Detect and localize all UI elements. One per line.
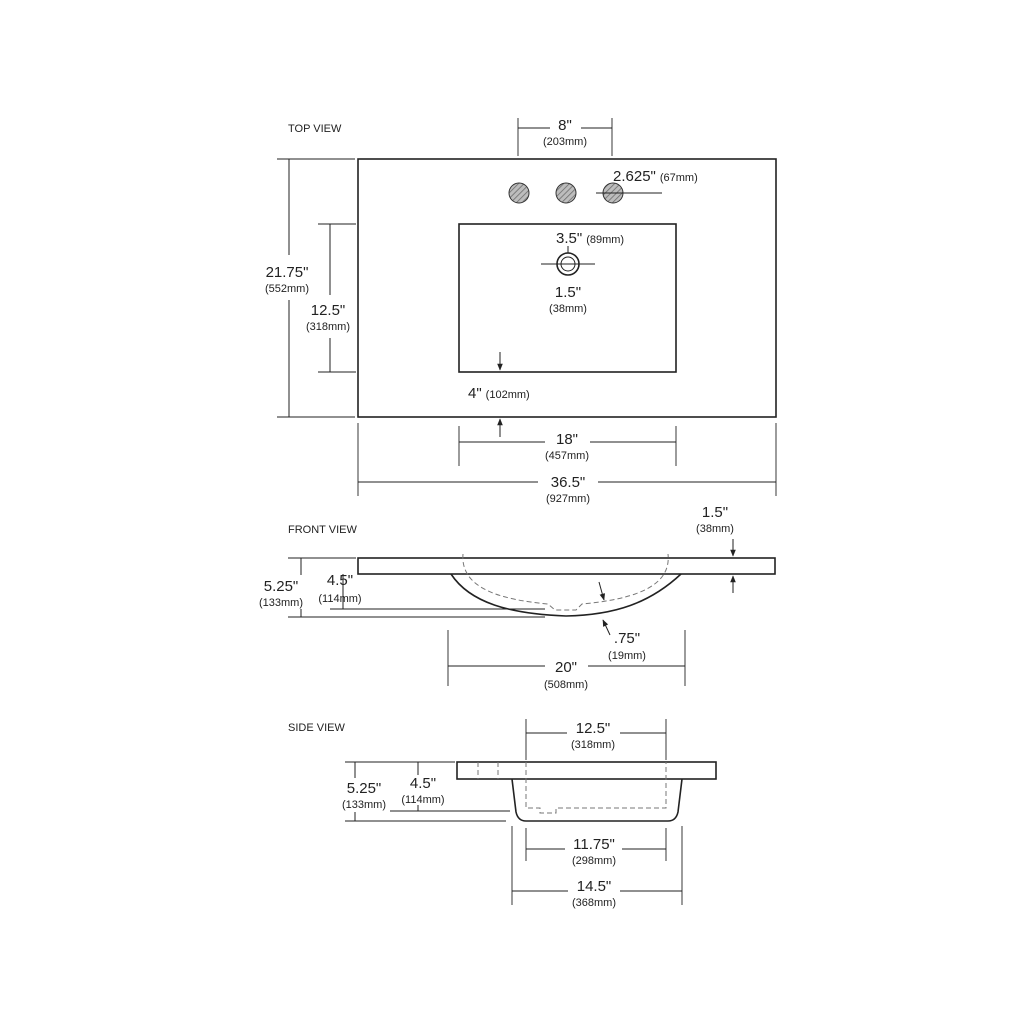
front-view-bowl-outer: [450, 573, 682, 617]
top-view: TOP VIEW 8" (203mm) 2.625" (67mm) 3.5" (89…: [265, 117, 777, 505]
bowl-depth-in: 12.5": [311, 302, 346, 319]
side-total-height-mm: (133mm): [342, 799, 386, 811]
front-bowl-width-in: 20": [555, 659, 577, 676]
faucet-spread-mm: (203mm): [543, 136, 587, 148]
bowl-width-in: 18": [556, 431, 578, 448]
side-bowl-height-in: 4.5": [410, 775, 436, 792]
overall-width-in: 36.5": [551, 474, 586, 491]
inner-bottom-mm: (298mm): [572, 855, 616, 867]
drain-offset-in: 3.5": [556, 230, 582, 247]
top-thickness-in: 1.5": [702, 504, 728, 521]
side-total-height-in: 5.25": [347, 780, 382, 797]
drain-offset-label: 3.5" (89mm): [556, 230, 624, 247]
side-view: SIDE VIEW 12.5" (318mm) 5.25" (133mm) 4.…: [288, 719, 717, 909]
side-view-bowl-outer: [511, 778, 683, 822]
overall-depth-in: 21.75": [266, 264, 309, 281]
front-view-title: FRONT VIEW: [288, 524, 357, 536]
side-view-title: SIDE VIEW: [288, 722, 345, 734]
faucet-hole-center: [555, 182, 577, 204]
outer-width-in: 14.5": [577, 878, 612, 895]
front-view: FRONT VIEW 1.5" (38mm) .75" (19mm) 5.25"…: [259, 504, 776, 691]
bowl-width-mm: (457mm): [545, 450, 589, 462]
wall-arrow-down: [598, 581, 606, 601]
front-edge-label: 4" (102mm): [468, 385, 530, 402]
front-bowl-height-in: 4.5": [327, 572, 353, 589]
hole-diameter-label: 2.625" (67mm): [613, 168, 698, 185]
front-total-height-mm: (133mm): [259, 597, 303, 609]
side-bowl-height-mm: (114mm): [401, 794, 444, 806]
inner-top-mm: (318mm): [571, 739, 615, 751]
outer-width-mm: (368mm): [572, 897, 616, 909]
hole-diameter-in: 2.625": [613, 168, 656, 185]
front-view-bowl-inner-hidden: [462, 553, 669, 611]
wall-thickness-in: .75": [614, 630, 640, 647]
top-view-bowl-outline: [458, 223, 677, 373]
bowl-depth-mm: (318mm): [306, 321, 350, 333]
drain-diameter-mm: (38mm): [549, 303, 587, 315]
top-view-title: TOP VIEW: [288, 123, 342, 135]
front-view-slab: [357, 557, 776, 575]
top-thickness-mm: (38mm): [696, 523, 734, 535]
inner-top-in: 12.5": [576, 720, 611, 737]
inner-bottom-in: 11.75": [573, 836, 615, 853]
drain-offset-mm: (89mm): [586, 234, 624, 246]
faucet-hole-left: [508, 182, 530, 204]
drain-diameter-in: 1.5": [555, 284, 581, 301]
top-view-countertop-outline: [357, 158, 777, 418]
front-bowl-width-mm: (508mm): [544, 679, 588, 691]
front-edge-mm: (102mm): [486, 389, 530, 401]
faucet-spread-in: 8": [558, 117, 572, 134]
side-view-bowl-inner-hidden: [525, 762, 667, 814]
side-view-slab: [456, 761, 717, 780]
wall-thickness-mm: (19mm): [608, 650, 646, 662]
front-total-height-in: 5.25": [264, 578, 299, 595]
overall-depth-mm: (552mm): [265, 283, 309, 295]
front-edge-in: 4": [468, 385, 482, 402]
front-bowl-height-mm: (114mm): [318, 593, 361, 605]
overall-width-mm: (927mm): [546, 493, 590, 505]
hole-diameter-mm: (67mm): [660, 172, 698, 184]
wall-arrow-up: [602, 619, 611, 636]
